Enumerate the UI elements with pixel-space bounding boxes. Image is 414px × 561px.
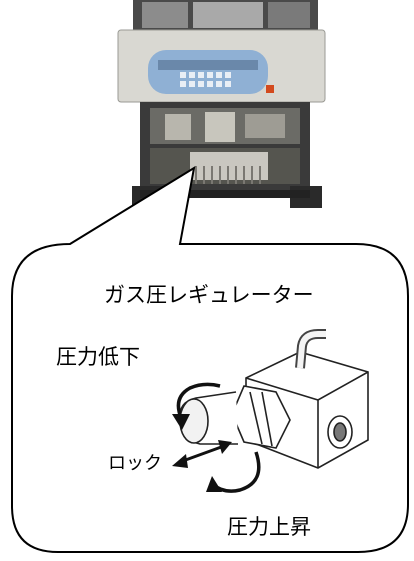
figure-title: ガス圧レギュレーター xyxy=(104,283,314,307)
regulator-valves xyxy=(195,166,261,184)
upper-window-center xyxy=(193,2,263,28)
base-plate xyxy=(140,190,310,198)
keypad xyxy=(180,72,231,87)
pressure-down-label: 圧力低下 xyxy=(56,345,140,369)
lock-arrow xyxy=(179,444,225,464)
instrument-photo xyxy=(117,0,326,208)
rotation-arrowhead-up xyxy=(172,414,190,430)
component-right xyxy=(245,114,285,138)
upper-window-left xyxy=(142,2,188,28)
lock-label: ロック xyxy=(108,453,162,474)
component-left xyxy=(165,114,191,140)
pressure-up-label: 圧力上昇 xyxy=(227,515,311,539)
upper-window-right xyxy=(268,2,310,28)
rotation-arrow-up xyxy=(176,382,221,421)
lock-arrowhead-right xyxy=(218,440,232,454)
regulator-illustration xyxy=(179,329,369,469)
component-center xyxy=(205,112,235,142)
lock-arrowhead-left xyxy=(172,454,188,468)
panel-strip xyxy=(158,60,258,70)
rotation-arrowhead-down xyxy=(206,476,222,492)
power-switch xyxy=(266,85,274,93)
